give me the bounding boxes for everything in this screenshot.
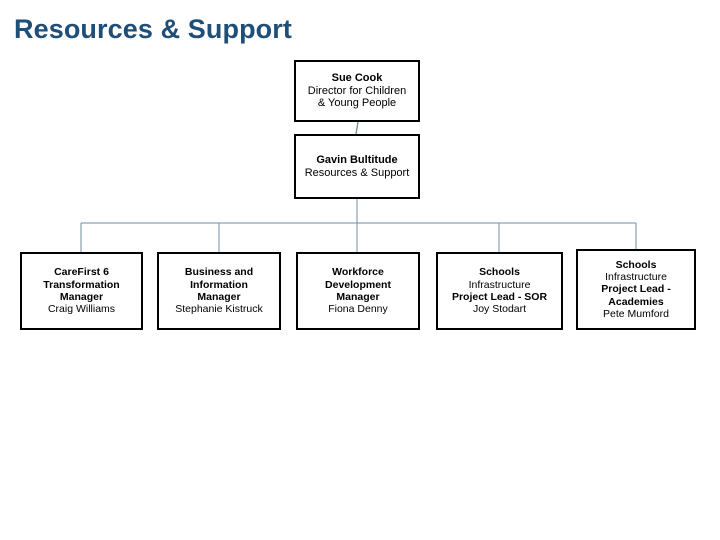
org-node-schools-infrastructure-academies[interactable]: Schools Infrastructure Project Lead - Ac… [576,249,696,330]
org-node-line: Manager [336,291,380,303]
org-node-line: Schools [479,266,520,279]
org-node-line: Resources & Support [304,166,410,179]
org-node-line: Workforce [332,266,384,279]
org-node-line: Development [325,278,391,291]
org-node-resources-support[interactable]: Gavin Bultitude Resources & Support [294,134,420,199]
org-node-line: Gavin Bultitude [316,153,398,166]
org-node-line: Project Lead - [601,283,671,296]
org-node-line: Business and [184,266,254,279]
org-node-line: & Young People [317,97,397,110]
org-node-line: Sue Cook [331,71,383,84]
org-node-workforce-development[interactable]: Workforce Development Manager Fiona Denn… [296,252,420,330]
org-node-schools-infrastructure-sor[interactable]: Schools Infrastructure Project Lead - SO… [436,252,563,330]
org-node-line: Transformation [43,278,120,291]
org-node-person-name: Fiona Denny [328,303,388,316]
org-node-line: Manager [197,291,241,303]
org-node-line: Project Lead - SOR [451,291,548,303]
org-node-line: Schools [615,258,657,271]
org-node-line: Information [190,278,248,291]
org-node-line: Academies [608,295,664,308]
connector-director-to-resources [355,121,359,135]
org-node-business-information[interactable]: Business and Information Manager Stephan… [157,252,281,330]
org-node-line: Infrastructure [468,278,531,291]
org-node-line: Director for Children [307,84,407,97]
org-node-director[interactable]: Sue Cook Director for Children & Young P… [294,60,420,122]
org-node-person-name: Craig Williams [47,303,116,316]
org-node-line: Manager [59,291,104,303]
org-node-line: Infrastructure [605,270,667,283]
org-node-person-name: Stephanie Kistruck [175,303,263,316]
org-node-person-name: Joy Stodart [472,303,527,316]
org-node-line: CareFirst 6 [54,266,109,279]
page-title: Resources & Support [14,14,292,44]
org-node-person-name: Pete Mumford [603,308,669,321]
org-node-carefirst-transformation[interactable]: CareFirst 6 Transformation Manager Craig… [20,252,143,330]
